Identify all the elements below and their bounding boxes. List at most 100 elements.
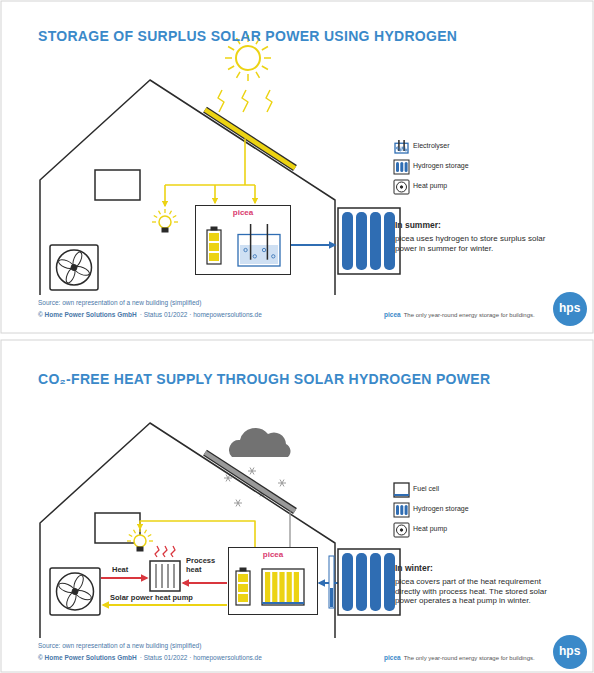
fan-blade xyxy=(65,591,78,609)
house-outline xyxy=(40,80,335,295)
legend-tank xyxy=(396,162,399,172)
sun-ray xyxy=(228,47,234,51)
flow-label: Process heat xyxy=(186,556,226,574)
sun-ray xyxy=(264,57,271,59)
hps-logo xyxy=(553,635,587,669)
fuel-cell xyxy=(394,483,409,497)
flow-label: Heat xyxy=(112,565,128,574)
hydrogen-storage-housing xyxy=(338,208,400,274)
snowflake xyxy=(236,500,240,507)
diagram-title: STORAGE OF SURPLUS SOLAR POWER USING HYD… xyxy=(38,28,457,45)
season-heading: In summer: xyxy=(395,220,441,230)
gas-bubble xyxy=(405,149,407,151)
legend-text: Hydrogen storage xyxy=(413,162,469,170)
copyright: © Home Power Solutions GmbH xyxy=(38,311,137,319)
legend-tank xyxy=(400,505,403,515)
fuel-cell-plate xyxy=(400,486,401,494)
sun-ray xyxy=(262,47,268,51)
sun-ray xyxy=(256,72,260,78)
legend-heat-pump-icon xyxy=(394,523,409,537)
legend-fan xyxy=(397,182,407,192)
season-heading: In winter: xyxy=(395,563,433,573)
fuel-cell-plate xyxy=(272,572,277,602)
heat-pump-hub xyxy=(72,589,78,595)
bulb-ray xyxy=(134,530,136,533)
hydrogen-tank xyxy=(342,553,353,611)
heat-pump-housing xyxy=(50,245,98,290)
sun-ray xyxy=(228,66,234,70)
tagline: The only year-round energy storage for b… xyxy=(404,312,535,319)
solar-panel xyxy=(205,110,295,168)
gas-bubble xyxy=(244,248,247,251)
hydrogen-tank xyxy=(342,212,353,270)
sun-ray xyxy=(225,57,232,59)
fan-blade xyxy=(71,251,84,268)
snowflake xyxy=(226,475,230,482)
gas-bubble xyxy=(402,147,404,149)
bulb-ray xyxy=(174,221,178,222)
flow-label: Solar power heat pump xyxy=(110,593,193,602)
power-line xyxy=(140,521,255,547)
battery-cell xyxy=(209,253,219,261)
gas-bubble xyxy=(399,149,401,151)
battery-cap xyxy=(240,568,246,571)
radiator-fin xyxy=(168,564,169,588)
gas-bubble xyxy=(253,255,256,258)
snowflake xyxy=(250,468,254,475)
legend-text: Hydrogen storage xyxy=(413,505,469,513)
solar-panel xyxy=(205,453,295,511)
sun-ray xyxy=(247,74,249,81)
fuel-cell-plate xyxy=(402,486,403,494)
legend-fan-hub xyxy=(400,529,402,531)
legend-fan-hub xyxy=(400,186,402,188)
snowflake xyxy=(250,468,254,475)
power-line xyxy=(165,184,255,186)
legend-fan xyxy=(397,525,407,535)
fuel-cell-plate xyxy=(404,486,405,494)
legend-storage-icon xyxy=(394,503,409,517)
sun-ray xyxy=(262,66,268,70)
hydrogen-tank xyxy=(384,553,395,611)
status-note: · Status 01/2022 · homepowersolutions.de xyxy=(140,311,262,319)
panel-frame xyxy=(1,340,593,672)
radiator-fin xyxy=(162,564,163,588)
hydrogen-tank xyxy=(384,212,395,270)
heat-pump-housing xyxy=(50,568,100,615)
logo-text: hps xyxy=(559,301,580,315)
power-line xyxy=(244,139,246,185)
battery-cell xyxy=(238,594,248,602)
electrolyser-water xyxy=(240,245,278,264)
unit-label: picea xyxy=(229,548,317,559)
snowflake xyxy=(236,500,240,507)
fuel-cell-plate xyxy=(398,486,399,494)
bulb-ray xyxy=(129,535,132,537)
level-gauge xyxy=(329,556,334,608)
logo-text: hps xyxy=(559,644,580,658)
bulb-ray xyxy=(152,221,156,222)
legend-heat-pump-icon xyxy=(394,180,409,194)
radiator-fin xyxy=(174,564,175,588)
battery-cell xyxy=(238,584,248,592)
season-text: picea covers part of the heat requiremen… xyxy=(395,577,565,606)
hps-logo xyxy=(553,292,587,326)
snowflake xyxy=(280,480,284,487)
picea-unit: picea xyxy=(195,205,291,275)
power-line xyxy=(254,185,256,203)
fuel-cell-plate xyxy=(265,572,270,602)
fuel-cell xyxy=(262,569,304,605)
fuel-cell-plate xyxy=(294,572,299,602)
copyright: © Home Power Solutions GmbH xyxy=(38,654,137,662)
legend-tank xyxy=(396,505,399,515)
heat-wave xyxy=(155,546,159,557)
bulb-base xyxy=(137,547,143,551)
level-fill xyxy=(330,588,333,607)
fuel-cell-plate xyxy=(397,486,398,494)
cloud xyxy=(229,428,290,457)
legend-text: Fuel cell xyxy=(413,485,439,493)
fuel-cell-plate xyxy=(279,572,284,602)
bulb-ray xyxy=(149,540,153,541)
sunlight-beam xyxy=(242,90,248,112)
season-text: picea uses hydrogen to store surplus sol… xyxy=(395,234,565,253)
fan-blade xyxy=(57,581,75,594)
